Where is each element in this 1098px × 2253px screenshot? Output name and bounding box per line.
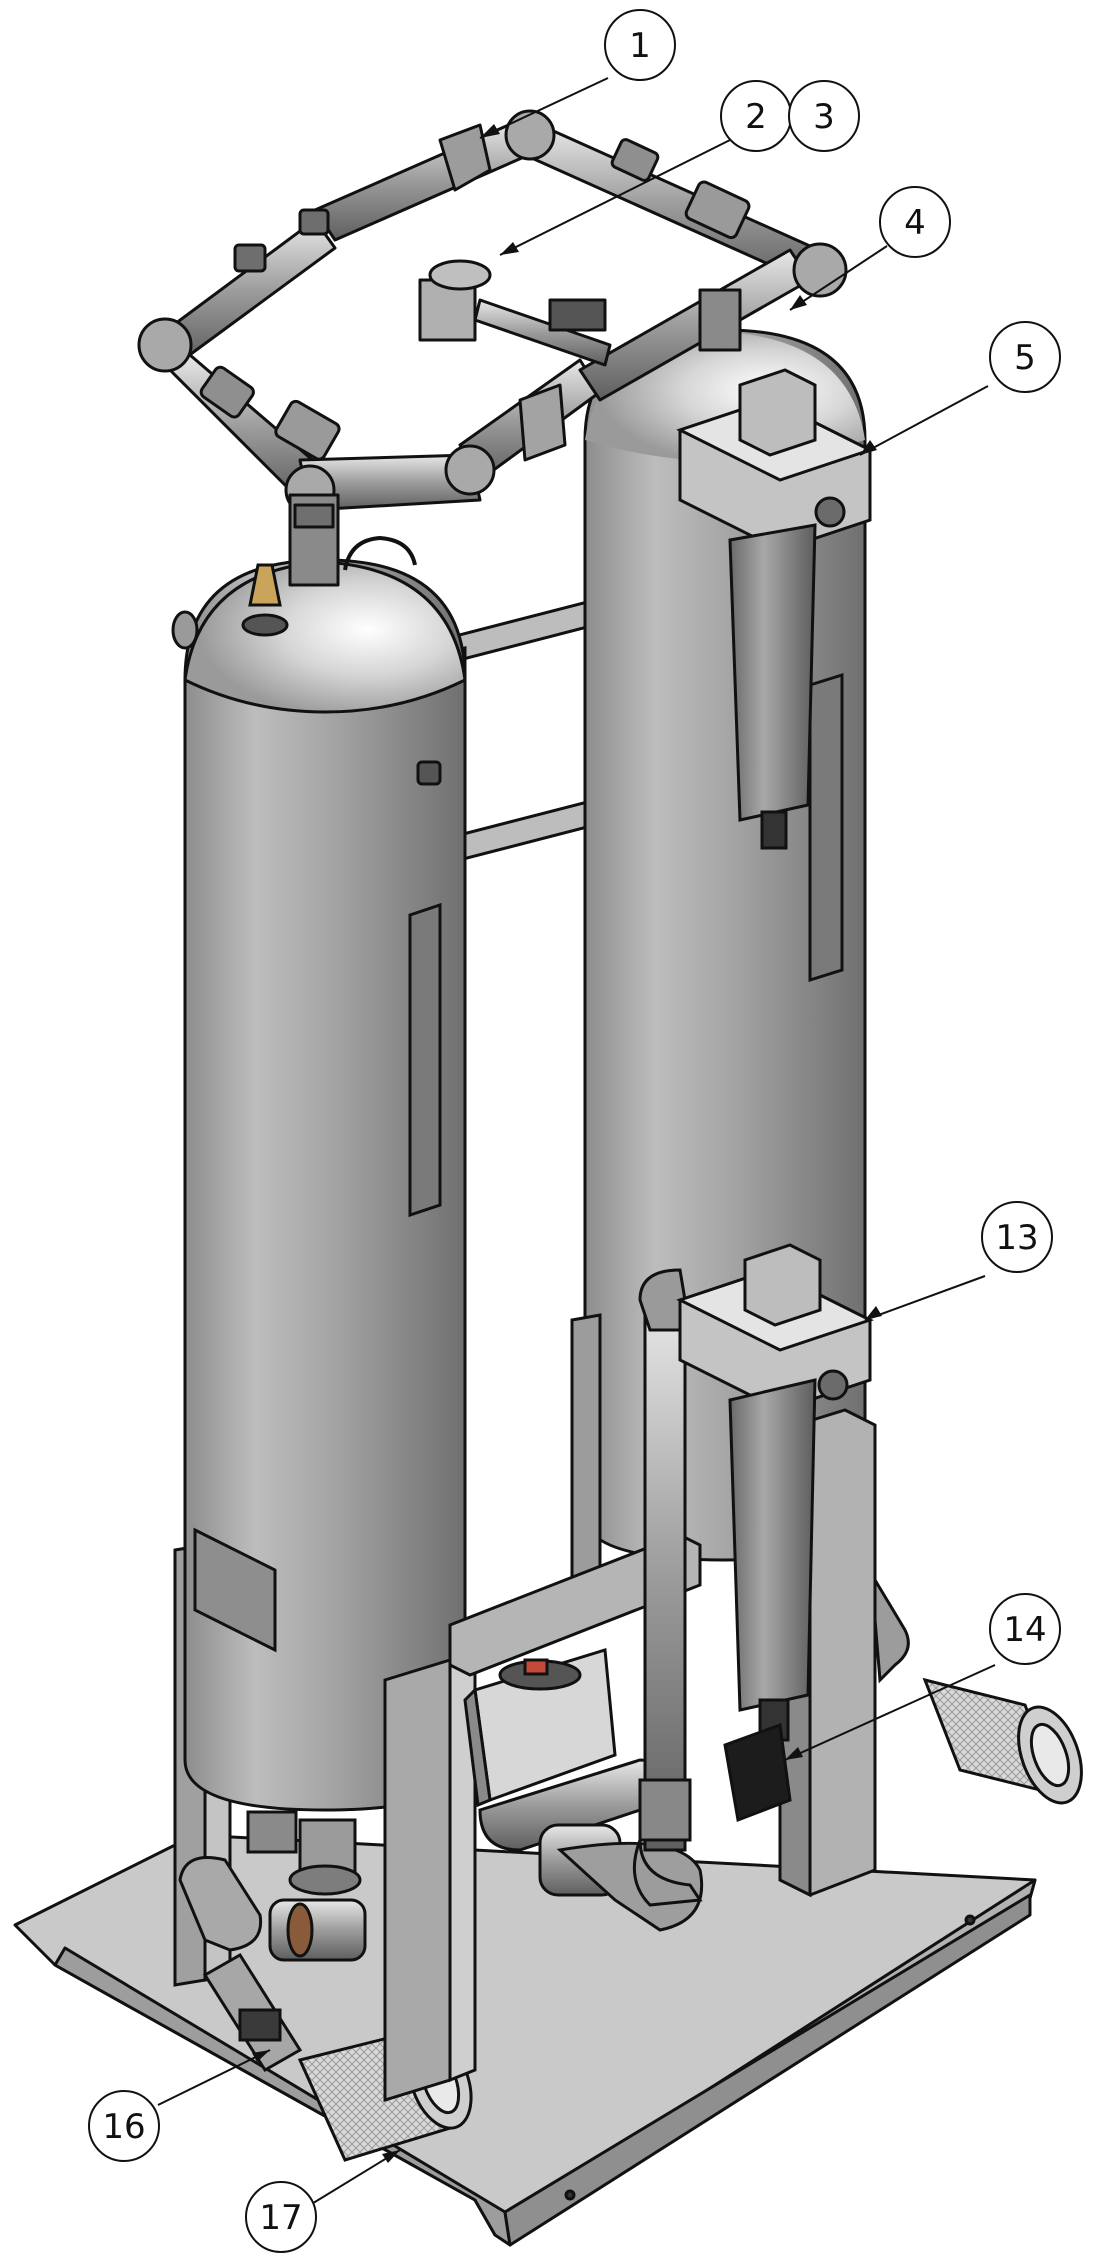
callout-bubble-1: 1 [604,9,676,81]
callout-label-3: 3 [813,97,835,137]
callout-leaders [157,77,996,2206]
callout-bubble-14: 14 [989,1593,1061,1665]
top-manifold-piping [137,109,848,587]
prefilter-assembly [676,368,874,850]
callout-label-4: 4 [904,203,926,243]
left-desiccant-tower [171,535,467,1987]
callout-label-14: 14 [1003,1610,1046,1650]
callout-label-2: 2 [745,97,767,137]
callout-label-5: 5 [1014,338,1036,378]
callout-bubble-2: 2 [720,80,792,152]
callout-label-17: 17 [259,2198,302,2238]
callout-bubble-5: 5 [989,321,1061,393]
callout-label-13: 13 [995,1218,1038,1258]
callout-bubble-3: 3 [788,80,860,152]
callout-bubble-4: 4 [879,186,951,258]
callout-bubble-16: 16 [88,2090,160,2162]
callout-label-16: 16 [102,2107,145,2147]
callout-bubble-13: 13 [981,1201,1053,1273]
actuator-valve [463,1648,704,1932]
callout-arrowheads [252,124,882,2163]
afterfilter-assembly [632,1243,874,1907]
callout-label-1: 1 [629,26,651,66]
base-frame [13,1833,1037,2247]
callout-bubble-17: 17 [245,2181,317,2253]
right-exhaust-muffler [873,1574,1083,1805]
left-outlet-piping [178,1810,367,2073]
